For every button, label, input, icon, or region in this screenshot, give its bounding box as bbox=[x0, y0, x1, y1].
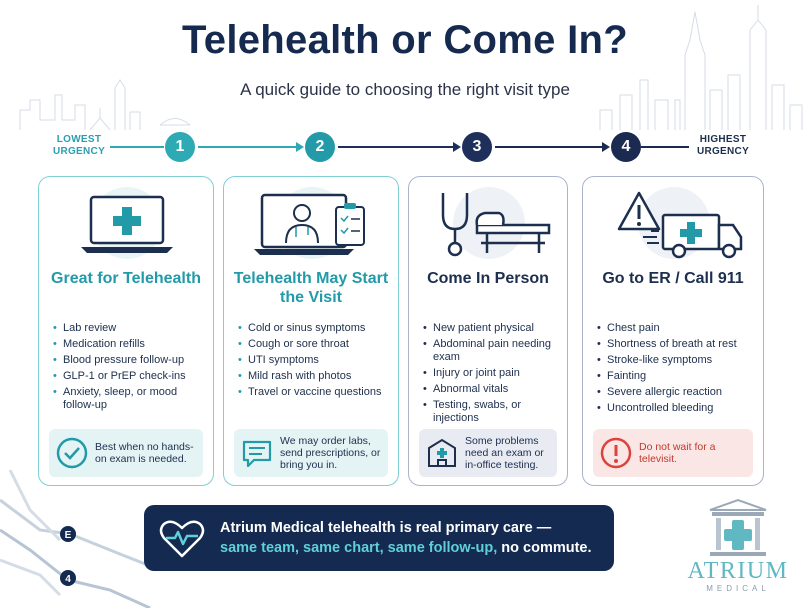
warning-ambulance-icon bbox=[617, 187, 743, 259]
list-item: Cold or sinus symptoms bbox=[238, 322, 390, 335]
video-doctor-clipboard-icon bbox=[254, 187, 365, 259]
banner-text: Atrium Medical telehealth is real primar… bbox=[220, 518, 592, 558]
atrium-medical-logo: ATRIUM MEDICAL bbox=[678, 496, 798, 600]
city-skyline-illustration bbox=[19, 5, 803, 131]
list-item: Abdominal pain needing exam bbox=[423, 338, 559, 364]
metro-stop-4-icon bbox=[60, 570, 76, 586]
arrow-step-3-to-4-icon bbox=[495, 142, 610, 152]
step-1-badge: 1 bbox=[165, 132, 195, 162]
banner-no-commute: no commute. bbox=[501, 540, 592, 556]
logo-name: ATRIUM bbox=[687, 558, 789, 584]
card-telehealth-title: Great for Telehealth bbox=[51, 270, 201, 287]
card-come-in-person-list: New patient physical Abdominal pain need… bbox=[423, 322, 559, 428]
list-item: Travel or vaccine questions bbox=[238, 386, 390, 399]
card-telehealth-may-start: Telehealth May Start the Visit Cold or s… bbox=[223, 176, 399, 486]
list-item: Medication refills bbox=[53, 338, 205, 351]
list-item: Testing, swabs, or injections bbox=[423, 399, 559, 425]
transit-map-decoration: E 4 bbox=[0, 470, 160, 608]
card-come-in-person-note: Some problems need an exam or in-office … bbox=[419, 429, 557, 477]
arrow-step-2-to-3-icon bbox=[338, 142, 461, 152]
card-telehealth-list: Lab review Medication refills Blood pres… bbox=[53, 322, 205, 415]
banner-line-2: same team, same chart, same follow-up, n… bbox=[220, 538, 592, 558]
stethoscope-exam-table-icon bbox=[441, 187, 551, 259]
alert-circle-icon bbox=[600, 437, 632, 469]
list-item: UTI symptoms bbox=[238, 354, 390, 367]
laptop-cross-icon bbox=[81, 187, 173, 259]
highest-urgency-label: HIGHEST URGENCY bbox=[696, 134, 750, 157]
card-telehealth-may-start-list: Cold or sinus symptoms Cough or sore thr… bbox=[238, 322, 390, 402]
atrium-columns-cross-icon bbox=[709, 498, 767, 556]
chat-bubble-icon bbox=[242, 440, 272, 468]
card-come-in-person-title: Come In Person bbox=[427, 270, 549, 287]
list-item: Lab review bbox=[53, 322, 205, 335]
list-item: Uncontrolled bleeding bbox=[597, 402, 755, 415]
list-item: Severe allergic reaction bbox=[597, 386, 755, 399]
check-circle-icon bbox=[56, 437, 88, 469]
step-3-badge: 3 bbox=[462, 132, 492, 162]
list-item: Injury or joint pain bbox=[423, 367, 559, 380]
list-item: Fainting bbox=[597, 370, 755, 383]
heart-pulse-icon bbox=[159, 520, 205, 558]
arrow-from-step-4-icon bbox=[641, 146, 689, 148]
page-subtitle: A quick guide to choosing the right visi… bbox=[240, 80, 570, 99]
step-4-badge: 4 bbox=[611, 132, 641, 162]
banner-line-1: Atrium Medical telehealth is real primar… bbox=[220, 520, 552, 536]
arrow-to-step-1-icon bbox=[110, 146, 164, 148]
metro-stop-e-label: E bbox=[65, 530, 72, 541]
metro-stop-e-icon bbox=[60, 526, 76, 542]
banner-same-chart: same chart, bbox=[303, 540, 384, 556]
atrium-telehealth-banner: Atrium Medical telehealth is real primar… bbox=[144, 505, 614, 571]
card-go-to-er-list: Chest pain Shortness of breath at rest S… bbox=[597, 322, 755, 418]
note-text: Some problems need an exam or in-office … bbox=[465, 435, 544, 471]
list-item: Stroke-like symptoms bbox=[597, 354, 755, 367]
card-come-in-person: Come In Person New patient physical Abdo… bbox=[408, 176, 568, 486]
list-item: GLP-1 or PrEP check-ins bbox=[53, 370, 205, 383]
banner-same-followup: same follow-up, bbox=[387, 540, 498, 556]
note-text: We may order labs, send prescriptions, o… bbox=[280, 435, 381, 471]
metro-stop-4-label: 4 bbox=[65, 574, 71, 585]
note-text: Do not wait for a televisit. bbox=[639, 441, 716, 465]
card-telehealth-note: Best when no hands-on exam is needed. bbox=[49, 429, 203, 477]
list-item: Shortness of breath at rest bbox=[597, 338, 755, 351]
list-item: Cough or sore throat bbox=[238, 338, 390, 351]
list-item: Abnormal vitals bbox=[423, 383, 559, 396]
card-telehealth-may-start-note: We may order labs, send prescriptions, o… bbox=[234, 429, 388, 477]
step-2-badge: 2 bbox=[305, 132, 335, 162]
page-title: Telehealth or Come In? bbox=[182, 18, 628, 62]
list-item: Mild rash with photos bbox=[238, 370, 390, 383]
lowest-urgency-label: LOWEST URGENCY bbox=[52, 134, 106, 157]
card-go-to-er: Go to ER / Call 911 Chest pain Shortness… bbox=[582, 176, 764, 486]
arrow-step-1-to-2-icon bbox=[198, 142, 304, 152]
banner-same-team: same team, bbox=[220, 540, 299, 556]
card-telehealth-may-start-title: Telehealth May Start the Visit bbox=[233, 270, 389, 306]
list-item: Blood pressure follow-up bbox=[53, 354, 205, 367]
card-go-to-er-note: Do not wait for a televisit. bbox=[593, 429, 753, 477]
logo-subtitle: MEDICAL bbox=[706, 584, 770, 593]
card-telehealth: Great for Telehealth Lab review Medicati… bbox=[38, 176, 214, 486]
clinic-building-icon bbox=[428, 438, 456, 467]
card-go-to-er-title: Go to ER / Call 911 bbox=[602, 270, 744, 287]
list-item: Chest pain bbox=[597, 322, 755, 335]
list-item: New patient physical bbox=[423, 322, 559, 335]
list-item: Anxiety, sleep, or mood follow-up bbox=[53, 386, 205, 412]
note-text: Best when no hands-on exam is needed. bbox=[95, 441, 194, 465]
